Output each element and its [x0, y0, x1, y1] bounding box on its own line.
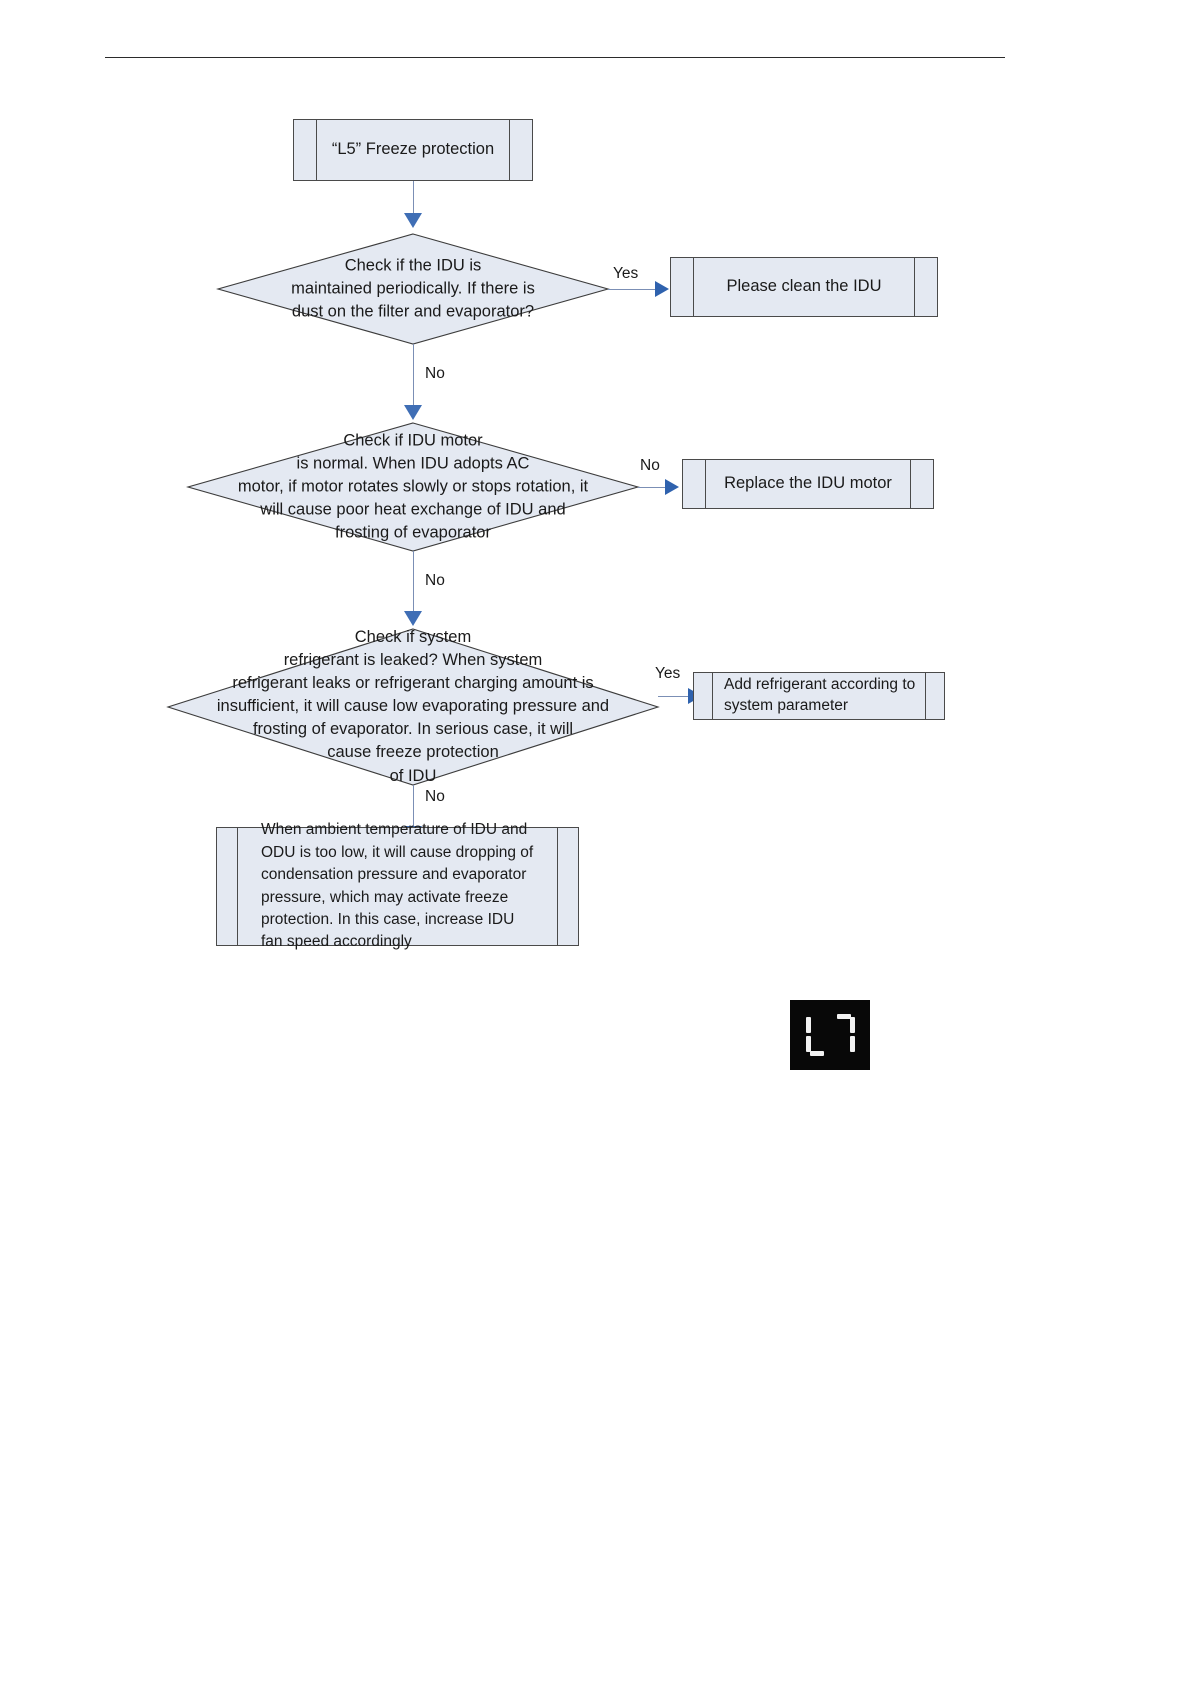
process-bar-right [910, 460, 911, 508]
node-add-refrigerant-label: Add refrigerant according to system para… [724, 676, 916, 714]
decision-check-maintenance-label: Check if the IDU is maintained periodica… [291, 256, 535, 321]
page-header-rule [105, 57, 1005, 58]
connector-start-to-check-maintenance [413, 181, 414, 216]
arrow-check-maintenance-yes [655, 281, 669, 297]
segment-g [810, 1032, 824, 1037]
connector-check-idu-motor-no [413, 551, 414, 614]
segment-e [833, 1036, 838, 1052]
segment-g [837, 1032, 851, 1037]
edge-label-check-maintenance-yes: Yes [613, 265, 639, 282]
connector-check-maintenance-no [413, 344, 414, 408]
segment-a [836, 1014, 851, 1019]
segment-b [823, 1017, 828, 1033]
segment-f [833, 1017, 838, 1033]
decision-check-refrigerant-leak: Check if system refrigerant is leaked? W… [166, 628, 660, 786]
decision-check-maintenance: Check if the IDU is maintained periodica… [215, 233, 611, 345]
process-bar-left [237, 828, 238, 945]
segment-d [809, 1051, 824, 1056]
node-ambient-temperature-note-label: When ambient temperature of IDU and ODU … [261, 821, 534, 951]
arrow-check-idu-motor-no [404, 611, 422, 626]
edge-label-check-maintenance-no: No [425, 365, 445, 382]
connector-check-maintenance-yes [608, 289, 657, 290]
node-please-clean-idu: Please clean the IDU [670, 257, 938, 317]
led-digit-7 [833, 1014, 855, 1056]
node-please-clean-idu-label: Please clean the IDU [726, 277, 882, 296]
connector-check-idu-motor-out [638, 487, 667, 488]
segment-f [805, 1017, 811, 1033]
arrow-check-idu-motor-out [665, 479, 679, 495]
node-add-refrigerant: Add refrigerant according to system para… [693, 672, 945, 720]
led-digit-l [805, 1014, 828, 1056]
arrow-check-maintenance-no [404, 405, 422, 420]
process-bar-right [914, 258, 915, 316]
process-bar-right [925, 673, 926, 719]
led-display-l7 [790, 1000, 870, 1070]
segment-c [849, 1036, 855, 1052]
decision-check-idu-motor: Check if IDU motor is normal. When IDU a… [185, 422, 641, 552]
arrow-start-to-check-maintenance [404, 213, 422, 228]
segment-c [823, 1036, 828, 1052]
process-bar-left [693, 258, 694, 316]
connector-check-refrigerant-leak-no [413, 785, 414, 829]
process-bar-left [705, 460, 706, 508]
process-bar-left [316, 120, 317, 180]
node-freeze-protection-title: “L5” Freeze protection [293, 119, 533, 181]
process-bar-right [509, 120, 510, 180]
segment-b [849, 1017, 855, 1033]
decision-check-idu-motor-label: Check if IDU motor is normal. When IDU a… [237, 431, 589, 542]
edge-label-check-idu-motor-no: No [425, 572, 445, 589]
connector-check-refrigerant-leak-yes [658, 696, 691, 697]
edge-label-check-idu-motor-out: No [640, 457, 660, 474]
process-bar-right [557, 828, 558, 945]
node-title-label: “L5” Freeze protection [331, 140, 495, 159]
edge-label-check-refrigerant-leak-yes: Yes [655, 665, 681, 682]
edge-label-check-refrigerant-leak-no: No [425, 788, 445, 805]
node-replace-idu-motor: Replace the IDU motor [682, 459, 934, 509]
node-replace-idu-motor-label: Replace the IDU motor [724, 474, 892, 493]
segment-e [805, 1036, 811, 1052]
process-bar-left [712, 673, 713, 719]
decision-check-refrigerant-leak-label: Check if system refrigerant is leaked? W… [216, 628, 610, 785]
segment-d [837, 1051, 851, 1056]
node-ambient-temperature-note: When ambient temperature of IDU and ODU … [216, 821, 579, 950]
segment-a [810, 1014, 824, 1019]
